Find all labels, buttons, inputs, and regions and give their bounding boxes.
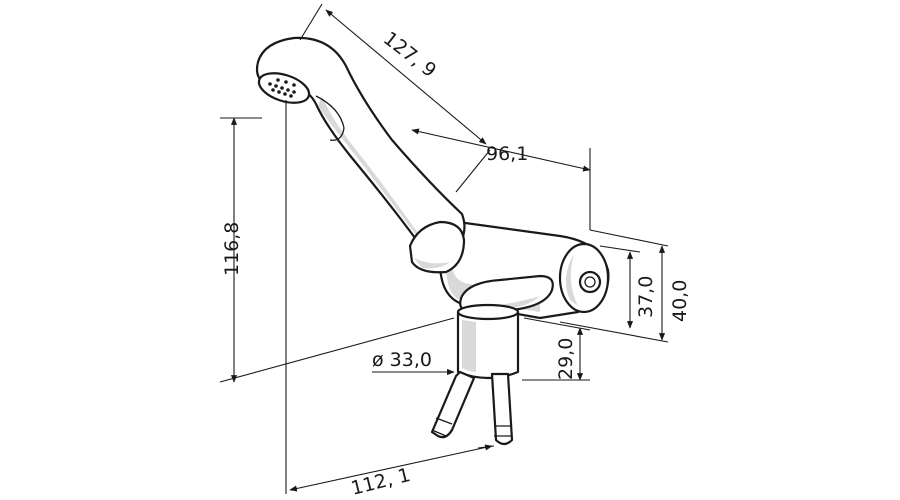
aerator-holes [268, 78, 296, 98]
depth-line [289, 444, 493, 492]
collar-shading [414, 258, 450, 269]
body-mid-extension [599, 245, 641, 253]
cartridge-hole [578, 270, 602, 294]
body-height-label: 37,0 [635, 276, 657, 318]
spout-length-label: 127, 9 [379, 27, 440, 82]
body-overall-height-label: 40,0 [669, 280, 691, 322]
aerator [257, 72, 311, 104]
spout-reach-label: 96,1 [486, 143, 528, 165]
height-extension-bottom [219, 317, 455, 383]
cartridge-hole-inner [584, 276, 596, 288]
shank-top [456, 303, 520, 321]
spout-collar [408, 220, 466, 274]
tube-left-fitting [431, 417, 453, 437]
faucet-body [255, 36, 610, 446]
shank-diameter-label: ø 33,0 [372, 349, 432, 371]
end-cap-shading [565, 254, 578, 306]
supply-tube-left [430, 370, 476, 439]
shank-shading [462, 320, 476, 372]
spout-length-extension-top [299, 3, 323, 41]
height-label: 116,8 [221, 222, 243, 276]
supply-tube-right [490, 372, 514, 446]
spout-length-extension-bottom [455, 149, 491, 193]
spout-reach-line [411, 128, 591, 172]
body-bottom-extension [559, 321, 669, 343]
overall-depth-label: 112, 1 [349, 464, 413, 500]
body-top-extension [589, 229, 669, 247]
spout-length-line [325, 9, 487, 145]
tube-right-fitting [494, 425, 511, 437]
dimension-lines [219, 3, 669, 494]
shank-height-label: 29,0 [555, 338, 577, 380]
